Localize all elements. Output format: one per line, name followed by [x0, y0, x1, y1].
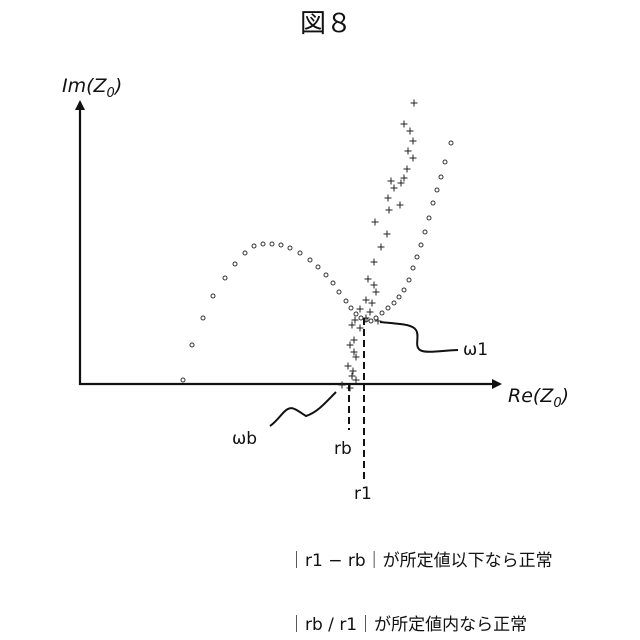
- cross-marker: [386, 207, 393, 214]
- circle-marker: [397, 295, 401, 299]
- circle-marker: [324, 273, 328, 277]
- circle-marker: [270, 242, 274, 246]
- circle-marker: [243, 251, 247, 255]
- cross-marker: [391, 185, 398, 192]
- cross-marker: [372, 219, 379, 226]
- cross-marker: [407, 128, 414, 135]
- cross-marker: [401, 121, 408, 128]
- cross-marker: [357, 325, 364, 332]
- cross-marker: [411, 100, 418, 107]
- circle-series: [181, 141, 453, 382]
- circle-marker: [415, 255, 419, 259]
- cross-marker: [363, 297, 370, 304]
- omegab-label: ωb: [232, 429, 257, 449]
- circle-marker: [435, 188, 439, 192]
- cross-marker: [349, 373, 356, 380]
- cross-marker: [350, 368, 357, 375]
- cross-marker: [345, 363, 352, 370]
- circle-marker: [449, 141, 453, 145]
- circle-marker: [252, 244, 256, 248]
- cross-marker: [373, 289, 380, 296]
- circle-marker: [181, 378, 185, 382]
- figure-title: 図８: [300, 9, 352, 39]
- circle-marker: [431, 201, 435, 205]
- cross-marker: [367, 309, 374, 316]
- cross-marker: [352, 317, 359, 324]
- cross-marker: [369, 300, 376, 307]
- condition-text-2: ｜rb / r1｜が所定値内なら正常: [288, 610, 527, 635]
- cross-marker: [371, 259, 378, 266]
- omega1-label: ω1: [463, 340, 488, 360]
- circle-marker: [392, 301, 396, 305]
- cross-marker: [404, 166, 411, 173]
- cross-marker: [371, 282, 378, 289]
- circle-marker: [386, 306, 390, 310]
- circle-marker: [380, 311, 384, 315]
- circle-marker: [211, 294, 215, 298]
- omega1-leader: [380, 322, 458, 352]
- circle-marker: [331, 281, 335, 285]
- cross-marker: [385, 195, 392, 202]
- circle-marker: [261, 242, 265, 246]
- circle-marker: [288, 246, 292, 250]
- circle-marker: [223, 276, 227, 280]
- cross-marker: [401, 175, 408, 182]
- circle-marker: [298, 251, 302, 255]
- circle-marker: [279, 243, 283, 247]
- circle-marker: [201, 316, 205, 320]
- cross-marker: [405, 148, 412, 155]
- circle-marker: [411, 266, 415, 270]
- circle-marker: [419, 243, 423, 247]
- cross-marker: [410, 138, 417, 145]
- circle-marker: [423, 230, 427, 234]
- omegab-leader: [270, 392, 336, 426]
- condition-text-1: ｜r1 − rb｜が所定値以下なら正常: [288, 546, 553, 571]
- cross-marker: [339, 382, 346, 389]
- circle-marker: [354, 312, 358, 316]
- cross-marker: [357, 306, 364, 313]
- cross-marker: [384, 231, 391, 238]
- circle-marker: [369, 319, 373, 323]
- cross-marker: [351, 337, 358, 344]
- rb-label: rb: [334, 439, 352, 459]
- circle-marker: [374, 316, 378, 320]
- circle-marker: [190, 343, 194, 347]
- circle-marker: [407, 278, 411, 282]
- r1-label: r1: [354, 484, 372, 504]
- circle-marker: [439, 175, 443, 179]
- circle-marker: [337, 290, 341, 294]
- circle-marker: [359, 316, 363, 320]
- circle-marker: [233, 262, 237, 266]
- y-axis-label: Im(Z0): [62, 75, 122, 101]
- cross-marker: [410, 155, 417, 162]
- circle-marker: [443, 160, 447, 164]
- circle-marker: [316, 265, 320, 269]
- circle-marker: [308, 258, 312, 262]
- cross-series: [339, 100, 418, 392]
- cross-marker: [365, 276, 372, 283]
- cross-marker: [353, 377, 360, 384]
- cross-marker: [347, 342, 354, 349]
- x-axis-label: Re(Z0): [508, 385, 569, 411]
- cross-marker: [398, 180, 405, 187]
- cross-marker: [378, 244, 385, 251]
- cross-marker: [388, 178, 395, 185]
- circle-marker: [349, 306, 353, 310]
- cross-marker: [375, 318, 382, 325]
- circle-marker: [344, 299, 348, 303]
- circle-marker: [402, 288, 406, 292]
- cross-marker: [349, 322, 356, 329]
- circle-marker: [427, 216, 431, 220]
- cross-marker: [397, 202, 404, 209]
